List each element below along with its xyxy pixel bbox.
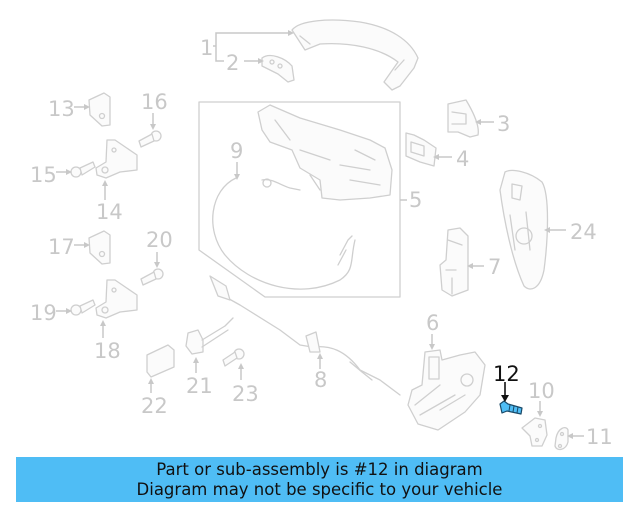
part-18-hinge[interactable] <box>95 279 138 338</box>
part-9-cable[interactable] <box>212 162 356 290</box>
part-14-hinge[interactable] <box>95 139 138 200</box>
leader-1-2 <box>213 30 294 64</box>
callout-5: 5 <box>409 188 422 212</box>
callout-15: 15 <box>30 163 57 187</box>
callout-8: 8 <box>314 368 327 392</box>
part-19-bolt[interactable] <box>56 299 96 316</box>
part-5-handle-frame[interactable] <box>257 104 393 201</box>
callout-17: 17 <box>48 235 75 259</box>
part-8-cable[interactable] <box>209 275 401 396</box>
callout-12-highlighted: 12 <box>493 362 520 386</box>
callout-13: 13 <box>48 97 75 121</box>
callout-21: 21 <box>186 374 213 398</box>
callout-4: 4 <box>456 147 469 171</box>
assembly-5-box <box>198 101 407 298</box>
callout-3: 3 <box>497 112 510 136</box>
part-2-handle-cover[interactable] <box>261 54 295 83</box>
info-banner: Part or sub-assembly is #12 in diagram D… <box>16 457 623 502</box>
part-6-door-latch[interactable] <box>407 334 486 431</box>
callout-10: 10 <box>528 379 555 403</box>
callout-labels: 1 2 3 4 5 6 7 8 9 10 11 12 13 14 15 16 1… <box>30 36 613 449</box>
part-11-shim[interactable] <box>554 427 584 451</box>
callout-22: 22 <box>141 394 168 418</box>
part-7-bracket[interactable] <box>439 227 484 297</box>
part-22-pad[interactable] <box>146 344 175 393</box>
part-12-bolt-highlighted[interactable] <box>499 382 523 415</box>
callout-14: 14 <box>96 200 123 224</box>
part-24-inner-trim[interactable] <box>499 169 566 290</box>
callout-7: 7 <box>488 255 501 279</box>
callout-16: 16 <box>141 90 168 114</box>
callout-2: 2 <box>226 51 239 75</box>
part-10-striker-plate[interactable] <box>521 401 548 447</box>
part-16-bolt[interactable] <box>138 113 162 148</box>
part-4-gasket[interactable] <box>405 132 452 167</box>
callout-6: 6 <box>426 311 439 335</box>
part-23-bolt[interactable] <box>222 348 245 380</box>
part-15-bolt[interactable] <box>56 161 96 178</box>
callout-24: 24 <box>570 220 597 244</box>
callout-23: 23 <box>232 382 259 406</box>
part-20-bolt[interactable] <box>140 252 164 286</box>
callout-9: 9 <box>230 139 243 163</box>
part-1-outer-handle[interactable] <box>291 19 419 91</box>
callout-18: 18 <box>94 339 121 363</box>
part-17-bracket[interactable] <box>74 230 111 265</box>
callout-20: 20 <box>146 228 173 252</box>
banner-line-part-number: Part or sub-assembly is #12 in diagram <box>156 459 483 479</box>
part-21-door-check[interactable] <box>185 317 234 373</box>
part-3-cap[interactable] <box>447 99 494 138</box>
callout-1: 1 <box>200 36 213 60</box>
part-13-bracket[interactable] <box>74 92 111 127</box>
callout-19: 19 <box>30 301 57 325</box>
banner-line-disclaimer: Diagram may not be specific to your vehi… <box>136 479 503 499</box>
callout-11: 11 <box>586 425 613 449</box>
